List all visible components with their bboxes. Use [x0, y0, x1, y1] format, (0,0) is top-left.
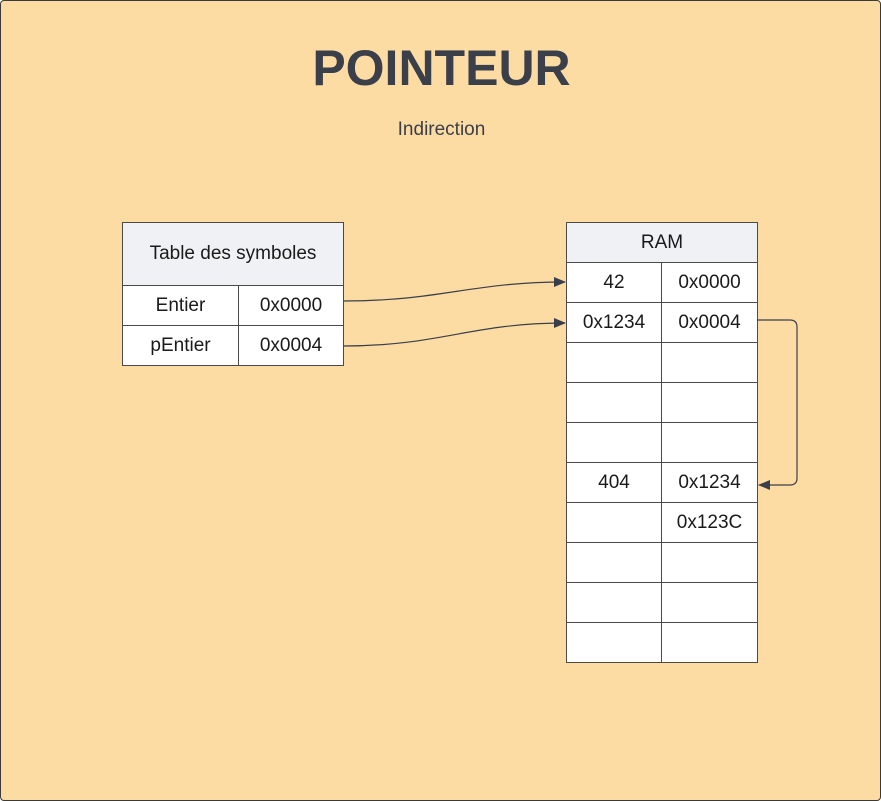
ram-row[interactable] — [566, 342, 759, 383]
ram-address-cell — [660, 382, 759, 423]
ram-row[interactable]: 0x123C — [566, 502, 759, 543]
ram-address-cell: 0x0004 — [660, 302, 759, 343]
ram-value-cell — [566, 542, 662, 583]
ram-value-cell — [566, 422, 662, 463]
symbol-table-row[interactable]: pEntier 0x0004 — [122, 325, 344, 366]
ram-address-cell — [660, 342, 759, 383]
ram-value-cell: 42 — [566, 262, 662, 303]
ram-address-cell — [660, 422, 759, 463]
ram-address-cell: 0x1234 — [660, 462, 759, 503]
diagram-subtitle: Indirection — [397, 119, 486, 140]
ram-row[interactable] — [566, 382, 759, 423]
ram-value-cell: 0x1234 — [566, 302, 662, 343]
ram-address-cell — [660, 542, 759, 583]
ram-value-cell — [566, 582, 662, 623]
symbol-name-cell: pEntier — [122, 325, 239, 366]
ram-value-cell: 404 — [566, 462, 662, 503]
ram-row[interactable]: 42 0x0000 — [566, 262, 759, 303]
ram-row[interactable] — [566, 542, 759, 583]
ram-row[interactable]: 404 0x1234 — [566, 462, 759, 503]
ram-value-cell — [566, 382, 662, 423]
symbol-table-header: Table des symboles — [122, 222, 344, 286]
ram-value-cell — [566, 502, 662, 543]
ram-address-cell — [660, 622, 759, 663]
diagram-title: POINTEUR — [312, 40, 571, 96]
ram-row[interactable] — [566, 422, 759, 463]
symbol-address-cell: 0x0004 — [238, 325, 344, 366]
connector-entier-to-ram — [342, 277, 566, 302]
ram-address-cell: 0x0000 — [660, 262, 759, 303]
symbol-address-cell: 0x0000 — [238, 285, 344, 326]
ram-row[interactable] — [566, 622, 759, 663]
symbol-table-row[interactable]: Entier 0x0000 — [122, 285, 344, 326]
ram-row[interactable] — [566, 582, 759, 623]
ram-value-cell — [566, 342, 662, 383]
ram-value-cell — [566, 622, 662, 663]
connector-pointer-deref — [757, 319, 798, 490]
ram-row[interactable]: 0x1234 0x0004 — [566, 302, 759, 343]
symbol-table[interactable]: Table des symboles Entier 0x0000 pEntier… — [122, 222, 344, 366]
ram-table-header: RAM — [565, 222, 759, 263]
ram-address-cell: 0x123C — [660, 502, 759, 543]
ram-table[interactable]: RAM 42 0x0000 0x1234 0x0004 — [565, 222, 759, 663]
ram-address-cell — [660, 582, 759, 623]
symbol-name-cell: Entier — [122, 285, 239, 326]
connector-pentier-to-ram — [342, 318, 566, 347]
